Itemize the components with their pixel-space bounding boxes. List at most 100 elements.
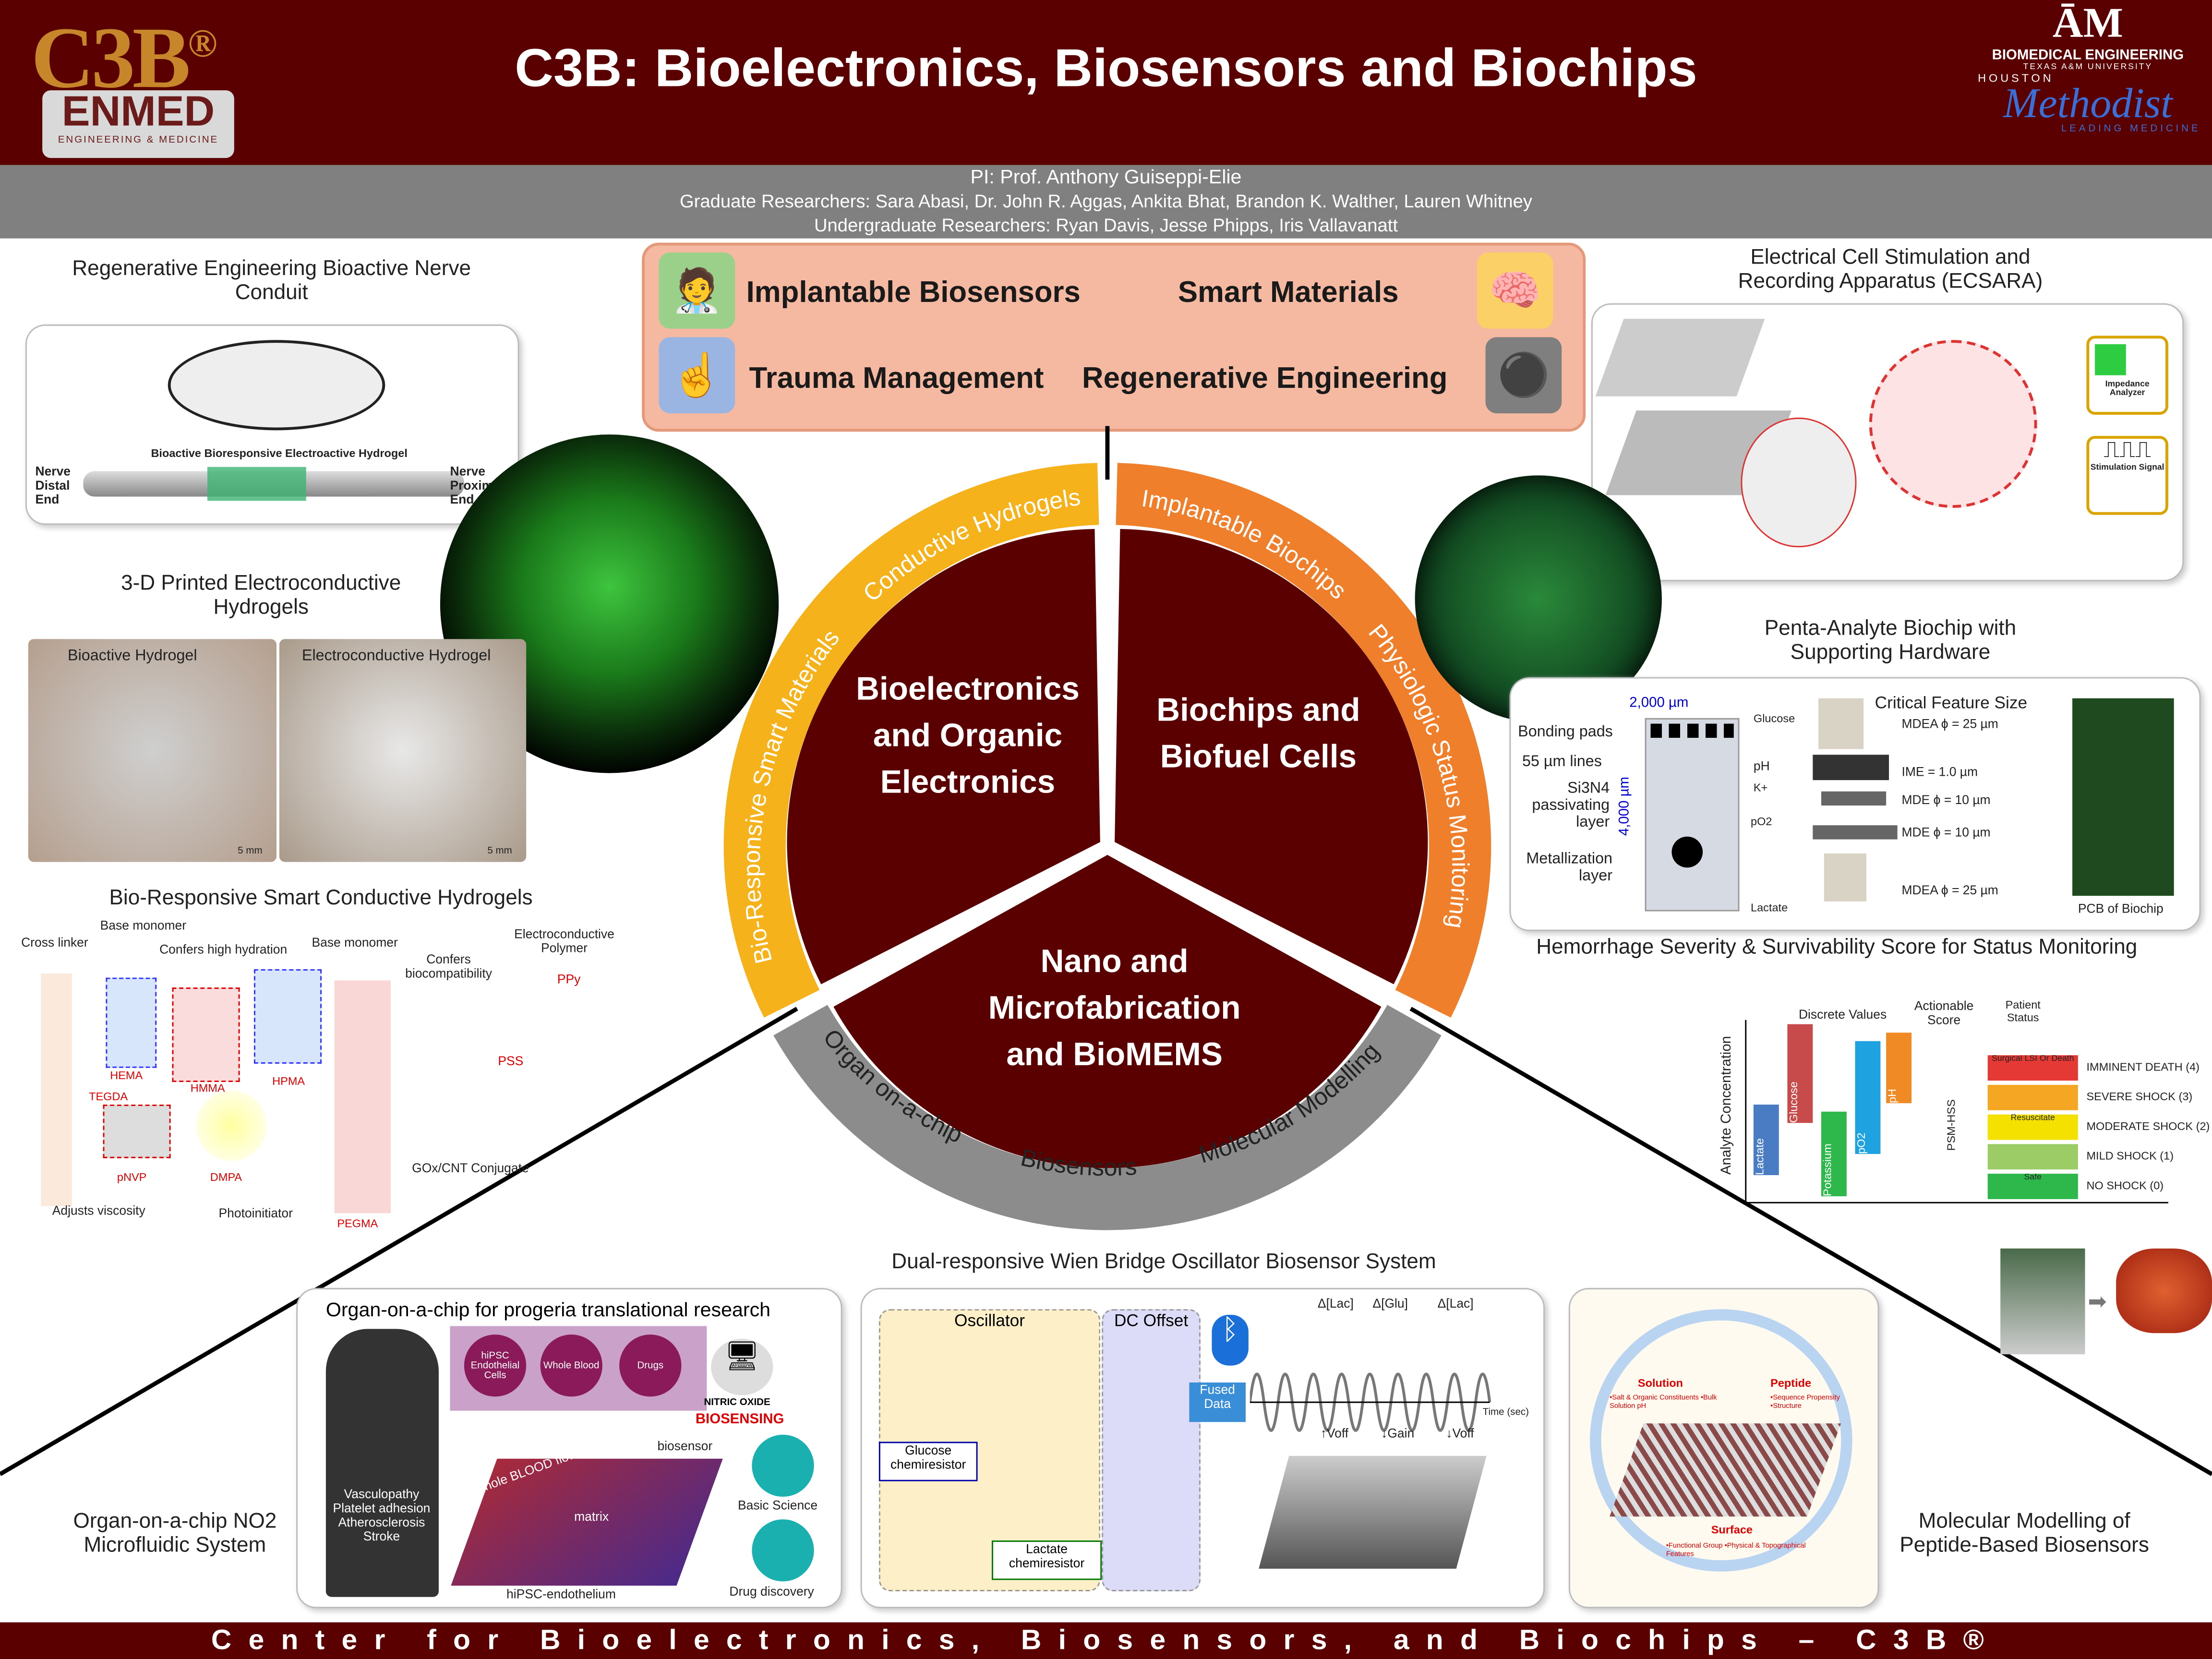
cell-input: Drugs [619,1334,682,1397]
biosensing-label: BIOSENSING [695,1412,784,1428]
chip-layout [1645,718,1740,912]
chem-label: Electroconductive Polymer [514,926,614,955]
penta-title: Penta-Analyte Biochip with Supporting Ha… [1764,616,2017,665]
glucose-sensor [1818,698,1864,749]
wave-label: Δ[Lac] [1437,1296,1474,1311]
biosensor-label: biosensor [657,1439,713,1453]
analyte-label: K+ [1753,781,1768,794]
level-status: IMMINENT DEATH (4) [2086,1060,2200,1074]
connector-right [1409,1007,2212,1476]
nerve-distal: Nerve Distal End [35,464,71,507]
molecule-icon: ⚫ [1485,337,1562,414]
nerve-title: Regenerative Engineering Bioactive Nerve… [72,256,471,305]
matrix-label: matrix [574,1509,609,1524]
wedge-left [787,529,1100,985]
chem-label: pNVP [117,1171,147,1184]
y-axis-label: Analyte Concentration [1719,1035,1735,1175]
level-box: Safe [1987,1173,2078,1199]
hmma-box [172,987,240,1082]
stim-label: Stimulation Signal [2090,464,2164,473]
brain-icon: 🧠 [1477,252,1553,329]
biochip-panel: Bonding pads 55 µm lines Si3N4 passivati… [1509,677,2201,931]
cfs-value: IME = 1.0 µm [1901,764,1978,779]
actionable-label: Actionable Score [1914,998,1974,1027]
page-title: C3B: Bioelectronics, Biosensors and Bioc… [515,39,1697,99]
houston: HOUSTON [1978,72,2054,85]
body-silhouette [325,1329,439,1597]
rat-figure [168,340,385,431]
surface-lattice [1610,1423,1841,1517]
smart-title: Bio-Responsive Smart Conductive Hydrogel… [109,886,533,910]
chem-label: GOx/CNT Conjugate [412,1161,529,1176]
chem-label: Base monomer [100,918,187,933]
mm-panel: Solution •Salt & Organic Constituents •B… [1568,1288,1879,1609]
pegma-box [334,980,391,1214]
voff2-label: ↓Voff [1446,1426,1474,1441]
surface-items: •Functional Group •Physical & Topographi… [1666,1542,1806,1559]
area-implantable: Implantable Biosensors [746,276,1081,309]
scale-bar: 5 mm [238,846,263,856]
logo-reg: ® [188,23,217,67]
chem-label: TEGDA [89,1090,128,1104]
solution-label: Solution [1637,1377,1683,1390]
hardware-image [1259,1455,1487,1569]
hpma-box [253,969,322,1064]
analyte-label: Lactate [1751,901,1788,914]
ph-sensor [1813,755,1889,781]
level-status: NO SHOCK (0) [2086,1179,2164,1192]
footer-bar: Center for Bioelectronics, Biosensors, a… [0,1622,2212,1659]
wave-label: Δ[Lac] [1317,1296,1354,1311]
y-axis [1745,1020,1747,1203]
analyte-label: pH [1753,759,1770,773]
nitric-label: NITRIC OXIDE [704,1398,770,1408]
drug-label: Drug discovery [729,1584,814,1599]
chem-label: Photoinitiator [218,1206,293,1221]
chem-label: HEMA [110,1069,143,1082]
peptide-items: •Sequence Propensity •Structure [1770,1394,1840,1411]
vasc-label: Vasculopathy Platelet adhesion Atheroscl… [333,1487,431,1544]
impedance-label: Impedance Analyzer [2105,381,2150,398]
tamu-line2: TEXAS A&M UNIVERSITY [2023,63,2153,72]
dim-width: 2,000 µm [1629,695,1689,711]
voff-label: ↑Voff [1320,1426,1349,1441]
electro-label: Electroconductive Hydrogel [301,647,491,665]
ecsara-title: Electrical Cell Stimulation and Recordin… [1738,245,2043,294]
lactate-chem: Lactate chemiresistor [991,1540,1102,1580]
ecsara-panel: Impedance Analyzer ⎍⎍⎍Stimulation Signal [1591,303,2184,581]
po2-sensor [1813,825,1898,840]
hema-box [106,977,157,1068]
pnvp-box [103,1105,171,1158]
bioactive-label: Bioactive Hydrogel [68,647,197,665]
pill-icon [752,1519,814,1582]
status-level: Surgical LSI Or Death IMMINENT DEATH (4) [1987,1052,2212,1082]
chip-label: 55 µm lines [1522,753,1602,770]
wedge-biochips: Biochips and Biofuel Cells [1156,691,1360,775]
chem-label: HPMA [272,1075,305,1088]
research-areas: 🧑‍⚕️ Implantable Biosensors Smart Materi… [642,242,1586,432]
level-status: MODERATE SHOCK (2) [2086,1120,2210,1133]
psm-label: PSM-HSS [1945,1099,1958,1151]
bar-potassium: Potassium [1821,1111,1847,1197]
analyte-label: pO2 [1751,815,1772,829]
bar-lactate: Lactate [1753,1105,1779,1176]
well-zoom [1741,417,1857,548]
ring-orange [1116,463,1491,1018]
pcb-image [2072,698,2174,896]
undergrad-researchers: Undergraduate Researchers: Ryan Davis, J… [814,214,1398,236]
monitor-icon: 🖥 [711,1338,773,1395]
cfs-title: Critical Feature Size [1875,692,2028,713]
wedge-right [1115,529,1428,985]
ring-yellow [723,463,1099,1018]
gain-label: ↓Gain [1381,1426,1415,1441]
atm-icon: ĀM [2052,0,2123,47]
discrete-label: Discrete Values [1798,1007,1887,1022]
wien-title: Dual-responsive Wien Bridge Oscillator B… [891,1250,1436,1274]
osc-label: Oscillator [954,1310,1025,1331]
status-level: Safe NO SHOCK (0) [1987,1171,2212,1201]
level-box: Surgical LSI Or Death [1987,1054,2078,1080]
stimulation-signal: ⎍⎍⎍Stimulation Signal [2086,436,2168,515]
printed-title: 3-D Printed Electroconductive Hydrogels [121,571,401,620]
status-level: MILD SHOCK (1) [1987,1141,2212,1171]
